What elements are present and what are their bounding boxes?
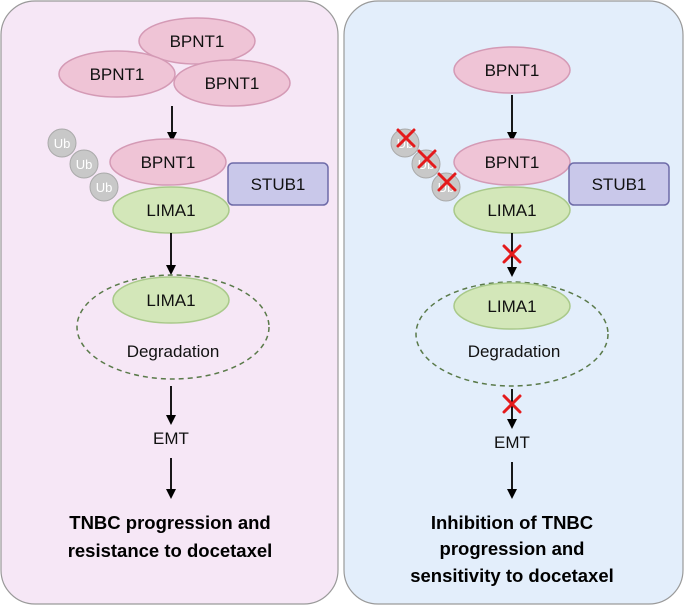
ubiquitin-tag (431, 172, 461, 202)
stub1-box (227, 162, 329, 206)
bpnt1-oval (453, 138, 571, 186)
lima1-degradation-label: LIMA1 (146, 291, 195, 310)
bpnt1-complex-label: BPNT1 (141, 153, 196, 172)
lima1-oval (453, 282, 571, 330)
bpnt1-oval (453, 46, 571, 94)
degradation-label: Degradation (468, 342, 561, 361)
degradation-ring (415, 281, 609, 387)
stub1-box (568, 162, 670, 206)
lima1-complex-label: LIMA1 (487, 201, 536, 220)
ubiquitin-tag (69, 149, 99, 179)
bpnt1-label: BPNT1 (485, 61, 540, 80)
left-conclusion-line: resistance to docetaxel (68, 540, 273, 561)
ubiquitin-tag (89, 172, 119, 202)
bpnt1-oval (109, 138, 227, 186)
ubiquitin-chain-blocked: Ub Ub Ub (390, 128, 461, 202)
ubiquitin-tag (411, 149, 441, 179)
block-x-icon (502, 394, 522, 414)
right-conclusion-line: progression and (440, 538, 585, 559)
stub1-label: STUB1 (592, 175, 647, 194)
degradation-ring (76, 274, 270, 380)
right-panel: BPNT1 Ub Ub Ub BPNT1 LIMA1 STUB1 (343, 0, 684, 605)
lima1-degradation-label: LIMA1 (487, 297, 536, 316)
left-conclusion-line: TNBC progression and (69, 512, 270, 533)
block-x-icon (437, 172, 457, 192)
lima1-oval (112, 276, 230, 324)
lima1-complex-label: LIMA1 (146, 201, 195, 220)
right-conclusion-line: sensitivity to docetaxel (410, 565, 614, 586)
bpnt1-oval (173, 59, 291, 107)
ubiquitin-label: Ub (76, 157, 93, 172)
left-panel: BPNT1 BPNT1 BPNT1 Ub Ub Ub BPNT1 LIMA1 S… (0, 0, 339, 605)
ubiquitin-chain: Ub Ub Ub (47, 128, 119, 202)
ubiquitin-tag (390, 128, 420, 158)
ubiquitin-label: Ub (54, 136, 71, 151)
block-x-icon (396, 128, 416, 148)
block-x-icon (502, 244, 522, 264)
bpnt1-oligomer: BPNT1 BPNT1 BPNT1 (58, 17, 291, 107)
bpnt1-label: BPNT1 (170, 32, 225, 51)
bpnt1-oval (58, 50, 176, 98)
ubiquitin-label: Ub (96, 180, 113, 195)
bpnt1-label: BPNT1 (90, 65, 145, 84)
emt-label: EMT (494, 433, 530, 452)
degradation-label: Degradation (127, 342, 220, 361)
bpnt1-complex-label: BPNT1 (485, 153, 540, 172)
stub1-label: STUB1 (251, 175, 306, 194)
ubiquitin-tag (47, 128, 77, 158)
emt-label: EMT (153, 429, 189, 448)
block-x-icon (417, 149, 437, 169)
right-conclusion-line: Inhibition of TNBC (431, 512, 593, 533)
bpnt1-label: BPNT1 (205, 74, 260, 93)
